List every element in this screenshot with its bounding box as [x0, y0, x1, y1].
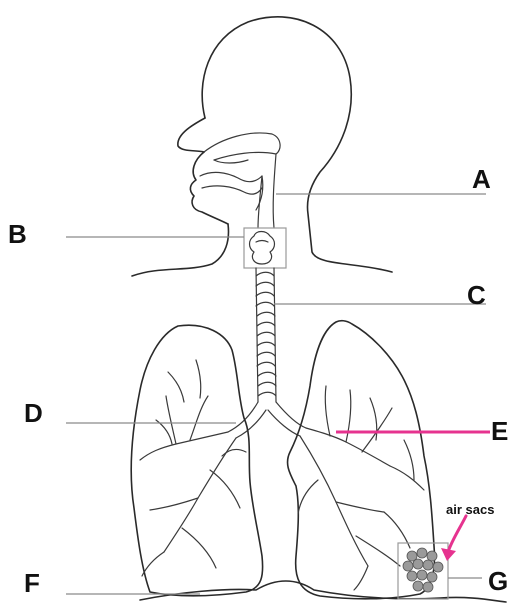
label-d: D — [24, 398, 43, 428]
nasal-oral-cavity — [200, 133, 280, 210]
bronchi — [228, 402, 306, 438]
label-f: F — [24, 568, 40, 598]
label-c: C — [467, 280, 486, 310]
label-a: A — [472, 164, 491, 194]
air-sacs-annotation: air sacs — [446, 502, 494, 517]
label-e: E — [491, 416, 508, 446]
label-g: G — [488, 566, 508, 596]
air-sacs-arrow-icon — [441, 516, 466, 561]
trachea — [256, 268, 276, 402]
left-lung — [131, 325, 263, 596]
pharynx — [258, 154, 276, 228]
label-b: B — [8, 219, 27, 249]
alveoli-cluster-icon — [403, 548, 443, 592]
larynx-icon — [250, 232, 275, 265]
diaphragm — [140, 581, 506, 602]
